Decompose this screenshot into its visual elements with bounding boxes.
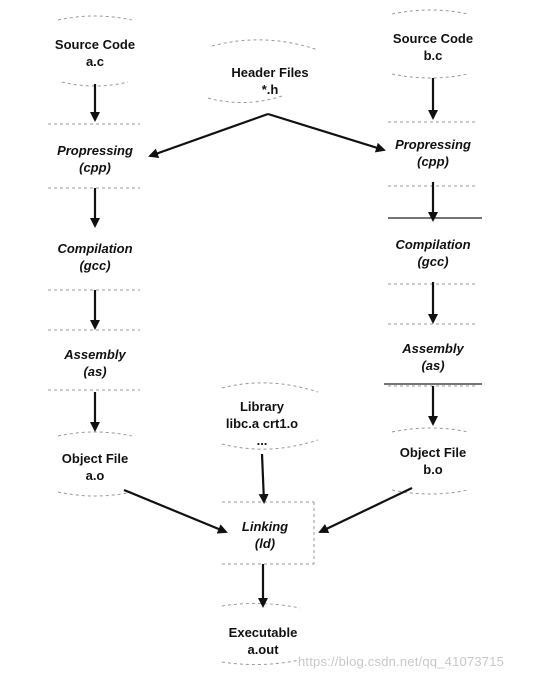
flow-arrows bbox=[90, 78, 438, 608]
linking-name: Linking bbox=[241, 519, 289, 534]
compile-a: Compilation (gcc) bbox=[35, 240, 155, 274]
object-file-a: Object File a.o bbox=[35, 450, 155, 484]
source-code-a-file: a.c bbox=[85, 54, 105, 69]
assemble-a: Assembly (as) bbox=[35, 346, 155, 380]
compile-a-name: Compilation bbox=[57, 241, 133, 256]
executable: Executable a.out bbox=[203, 624, 323, 658]
object-file-b-title: Object File bbox=[399, 445, 467, 460]
compile-b: Compilation (gcc) bbox=[373, 236, 493, 270]
assemble-b-tool: (as) bbox=[421, 358, 445, 373]
preprocess-b: Propressing (cpp) bbox=[373, 136, 493, 170]
linking: Linking (ld) bbox=[205, 518, 325, 552]
library-files: libc.a crt1.o bbox=[225, 416, 299, 431]
header-files-file: *.h bbox=[261, 82, 279, 97]
source-code-b: Source Code b.c bbox=[373, 30, 493, 64]
executable-file: a.out bbox=[247, 642, 279, 657]
library: Library libc.a crt1.o ... bbox=[200, 398, 324, 449]
object-file-b-file: b.o bbox=[423, 462, 443, 477]
source-code-b-file: b.c bbox=[423, 48, 443, 63]
object-file-a-file: a.o bbox=[85, 468, 105, 483]
assemble-a-name: Assembly bbox=[64, 347, 126, 362]
watermark-text: https://blog.csdn.net/qq_41073715 bbox=[298, 654, 505, 669]
compile-b-name: Compilation bbox=[395, 237, 471, 252]
header-files: Header Files *.h bbox=[210, 64, 330, 98]
compile-a-tool: (gcc) bbox=[79, 258, 111, 273]
preprocess-b-tool: (cpp) bbox=[417, 154, 449, 169]
shape-outlines bbox=[48, 9, 478, 666]
assemble-b-name: Assembly bbox=[402, 341, 464, 356]
compile-b-tool: (gcc) bbox=[417, 254, 449, 269]
library-title: Library bbox=[239, 399, 285, 414]
preprocess-b-name: Propressing bbox=[395, 137, 471, 152]
assemble-a-tool: (as) bbox=[83, 364, 107, 379]
header-files-title: Header Files bbox=[231, 65, 309, 80]
object-file-a-title: Object File bbox=[61, 451, 129, 466]
preprocess-a-tool: (cpp) bbox=[79, 160, 111, 175]
library-more: ... bbox=[256, 433, 268, 448]
assemble-b: Assembly (as) bbox=[373, 340, 493, 374]
source-code-b-title: Source Code bbox=[392, 31, 474, 46]
linking-tool: (ld) bbox=[254, 536, 276, 551]
executable-title: Executable bbox=[228, 625, 298, 640]
source-code-a: Source Code a.c bbox=[35, 36, 155, 70]
object-file-b: Object File b.o bbox=[373, 444, 493, 478]
preprocess-a-name: Propressing bbox=[57, 143, 133, 158]
source-code-a-title: Source Code bbox=[54, 37, 136, 52]
preprocess-a: Propressing (cpp) bbox=[35, 142, 155, 176]
